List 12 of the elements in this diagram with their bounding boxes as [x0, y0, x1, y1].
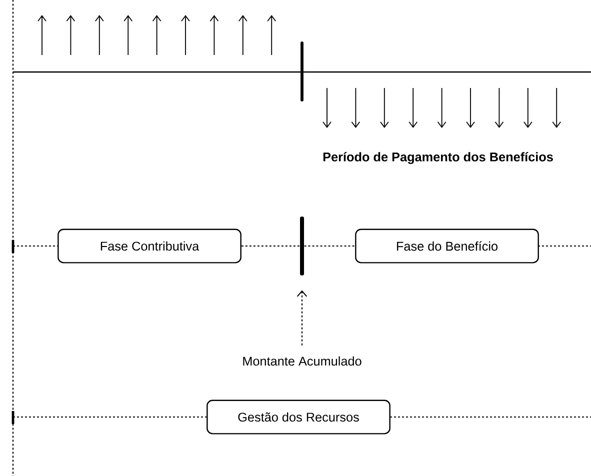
bare-label: Montante Acumulado	[243, 356, 362, 366]
phase-box: Gestão dos Recursos	[206, 400, 390, 434]
vertical-axis-line	[12, 0, 14, 476]
connector-line	[13, 245, 58, 247]
divider-bar	[300, 216, 304, 276]
phase-box: Fase Contributiva	[58, 228, 242, 264]
connector-line	[241, 245, 300, 247]
section-title: Período de Pagamento dos Benefícios	[323, 152, 553, 164]
connector-line	[13, 416, 207, 418]
arrow	[296, 290, 308, 346]
phase-box: Fase do Benefício	[355, 228, 539, 264]
connector-line	[304, 245, 356, 247]
